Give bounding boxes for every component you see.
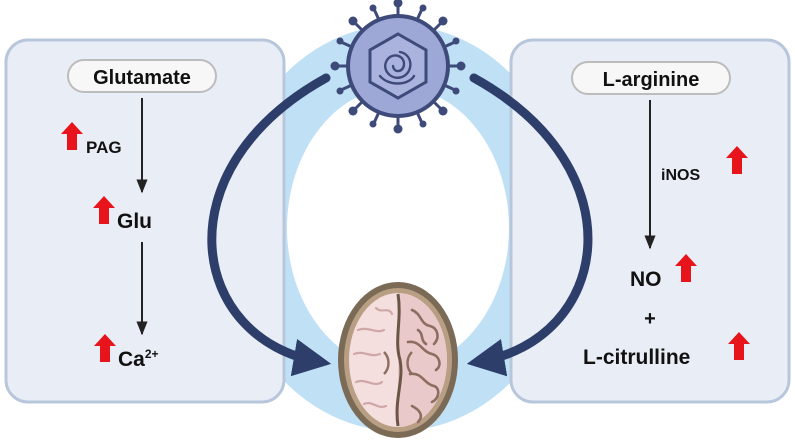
right-title-pill	[571, 61, 731, 95]
right-panel-title: L-arginine	[603, 69, 700, 91]
ca-base: Ca	[118, 348, 145, 371]
product-no: NO	[630, 268, 662, 291]
product-l-citrulline: L-citrulline	[583, 346, 690, 369]
ca-superscript: 2+	[145, 347, 159, 361]
left-panel: Glutamate PAG Glu Ca2+	[4, 38, 286, 404]
plus-sign: +	[644, 308, 656, 330]
virus-icon	[330, 0, 466, 134]
curved-arrows	[207, 73, 593, 377]
step-glu: Glu	[117, 210, 152, 233]
right-curved-arrow	[466, 73, 593, 377]
left-title-pill	[67, 59, 217, 93]
enzyme-inos: iNOS	[661, 167, 700, 184]
left-curved-arrow	[207, 73, 332, 377]
left-panel-title: Glutamate	[93, 67, 191, 89]
step-ca: Ca2+	[118, 347, 159, 371]
right-panel: L-arginine iNOS NO + L-citrulline	[509, 38, 791, 404]
brain-icon	[338, 282, 458, 438]
step-pag: PAG	[86, 138, 122, 157]
